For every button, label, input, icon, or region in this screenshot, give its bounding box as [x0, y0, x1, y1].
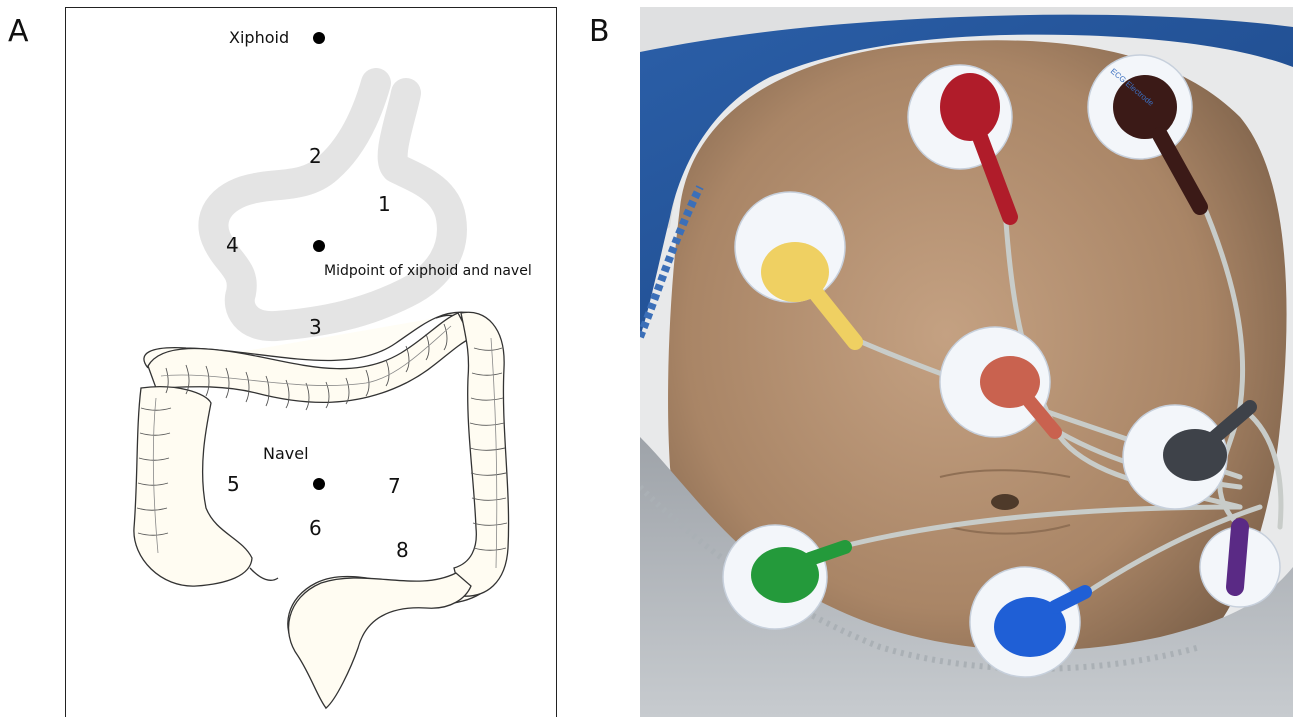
- panel-a-diagram: Xiphoid Midpoint of xiphoid and navel Na…: [65, 7, 557, 717]
- colon-illustration: [134, 312, 509, 708]
- panel-b-photo: ECG Electrode: [640, 7, 1293, 717]
- panel-b-letter: B: [589, 14, 610, 49]
- xiphoid-label: Xiphoid: [229, 28, 289, 47]
- navel-dot: [313, 478, 325, 490]
- snap-lead-purple: [1235, 527, 1240, 587]
- xiphoid-dot: [313, 32, 325, 44]
- position-1-label: 1: [378, 192, 391, 216]
- position-7-label: 7: [388, 474, 401, 498]
- navel-label: Navel: [263, 444, 309, 463]
- panel-a-letter: A: [8, 14, 29, 49]
- position-5-label: 5: [227, 472, 240, 496]
- position-8-label: 8: [396, 538, 409, 562]
- stomach-outline: [213, 83, 452, 326]
- abdomen-diagram-svg: [66, 8, 558, 718]
- position-4-label: 4: [226, 233, 239, 257]
- midpoint-dot: [313, 240, 325, 252]
- electrode-photo-svg: ECG Electrode: [640, 7, 1293, 717]
- midpoint-label: Midpoint of xiphoid and navel: [324, 263, 532, 279]
- position-6-label: 6: [309, 516, 322, 540]
- position-3-label: 3: [309, 315, 322, 339]
- position-2-label: 2: [309, 144, 322, 168]
- navel: [991, 494, 1019, 510]
